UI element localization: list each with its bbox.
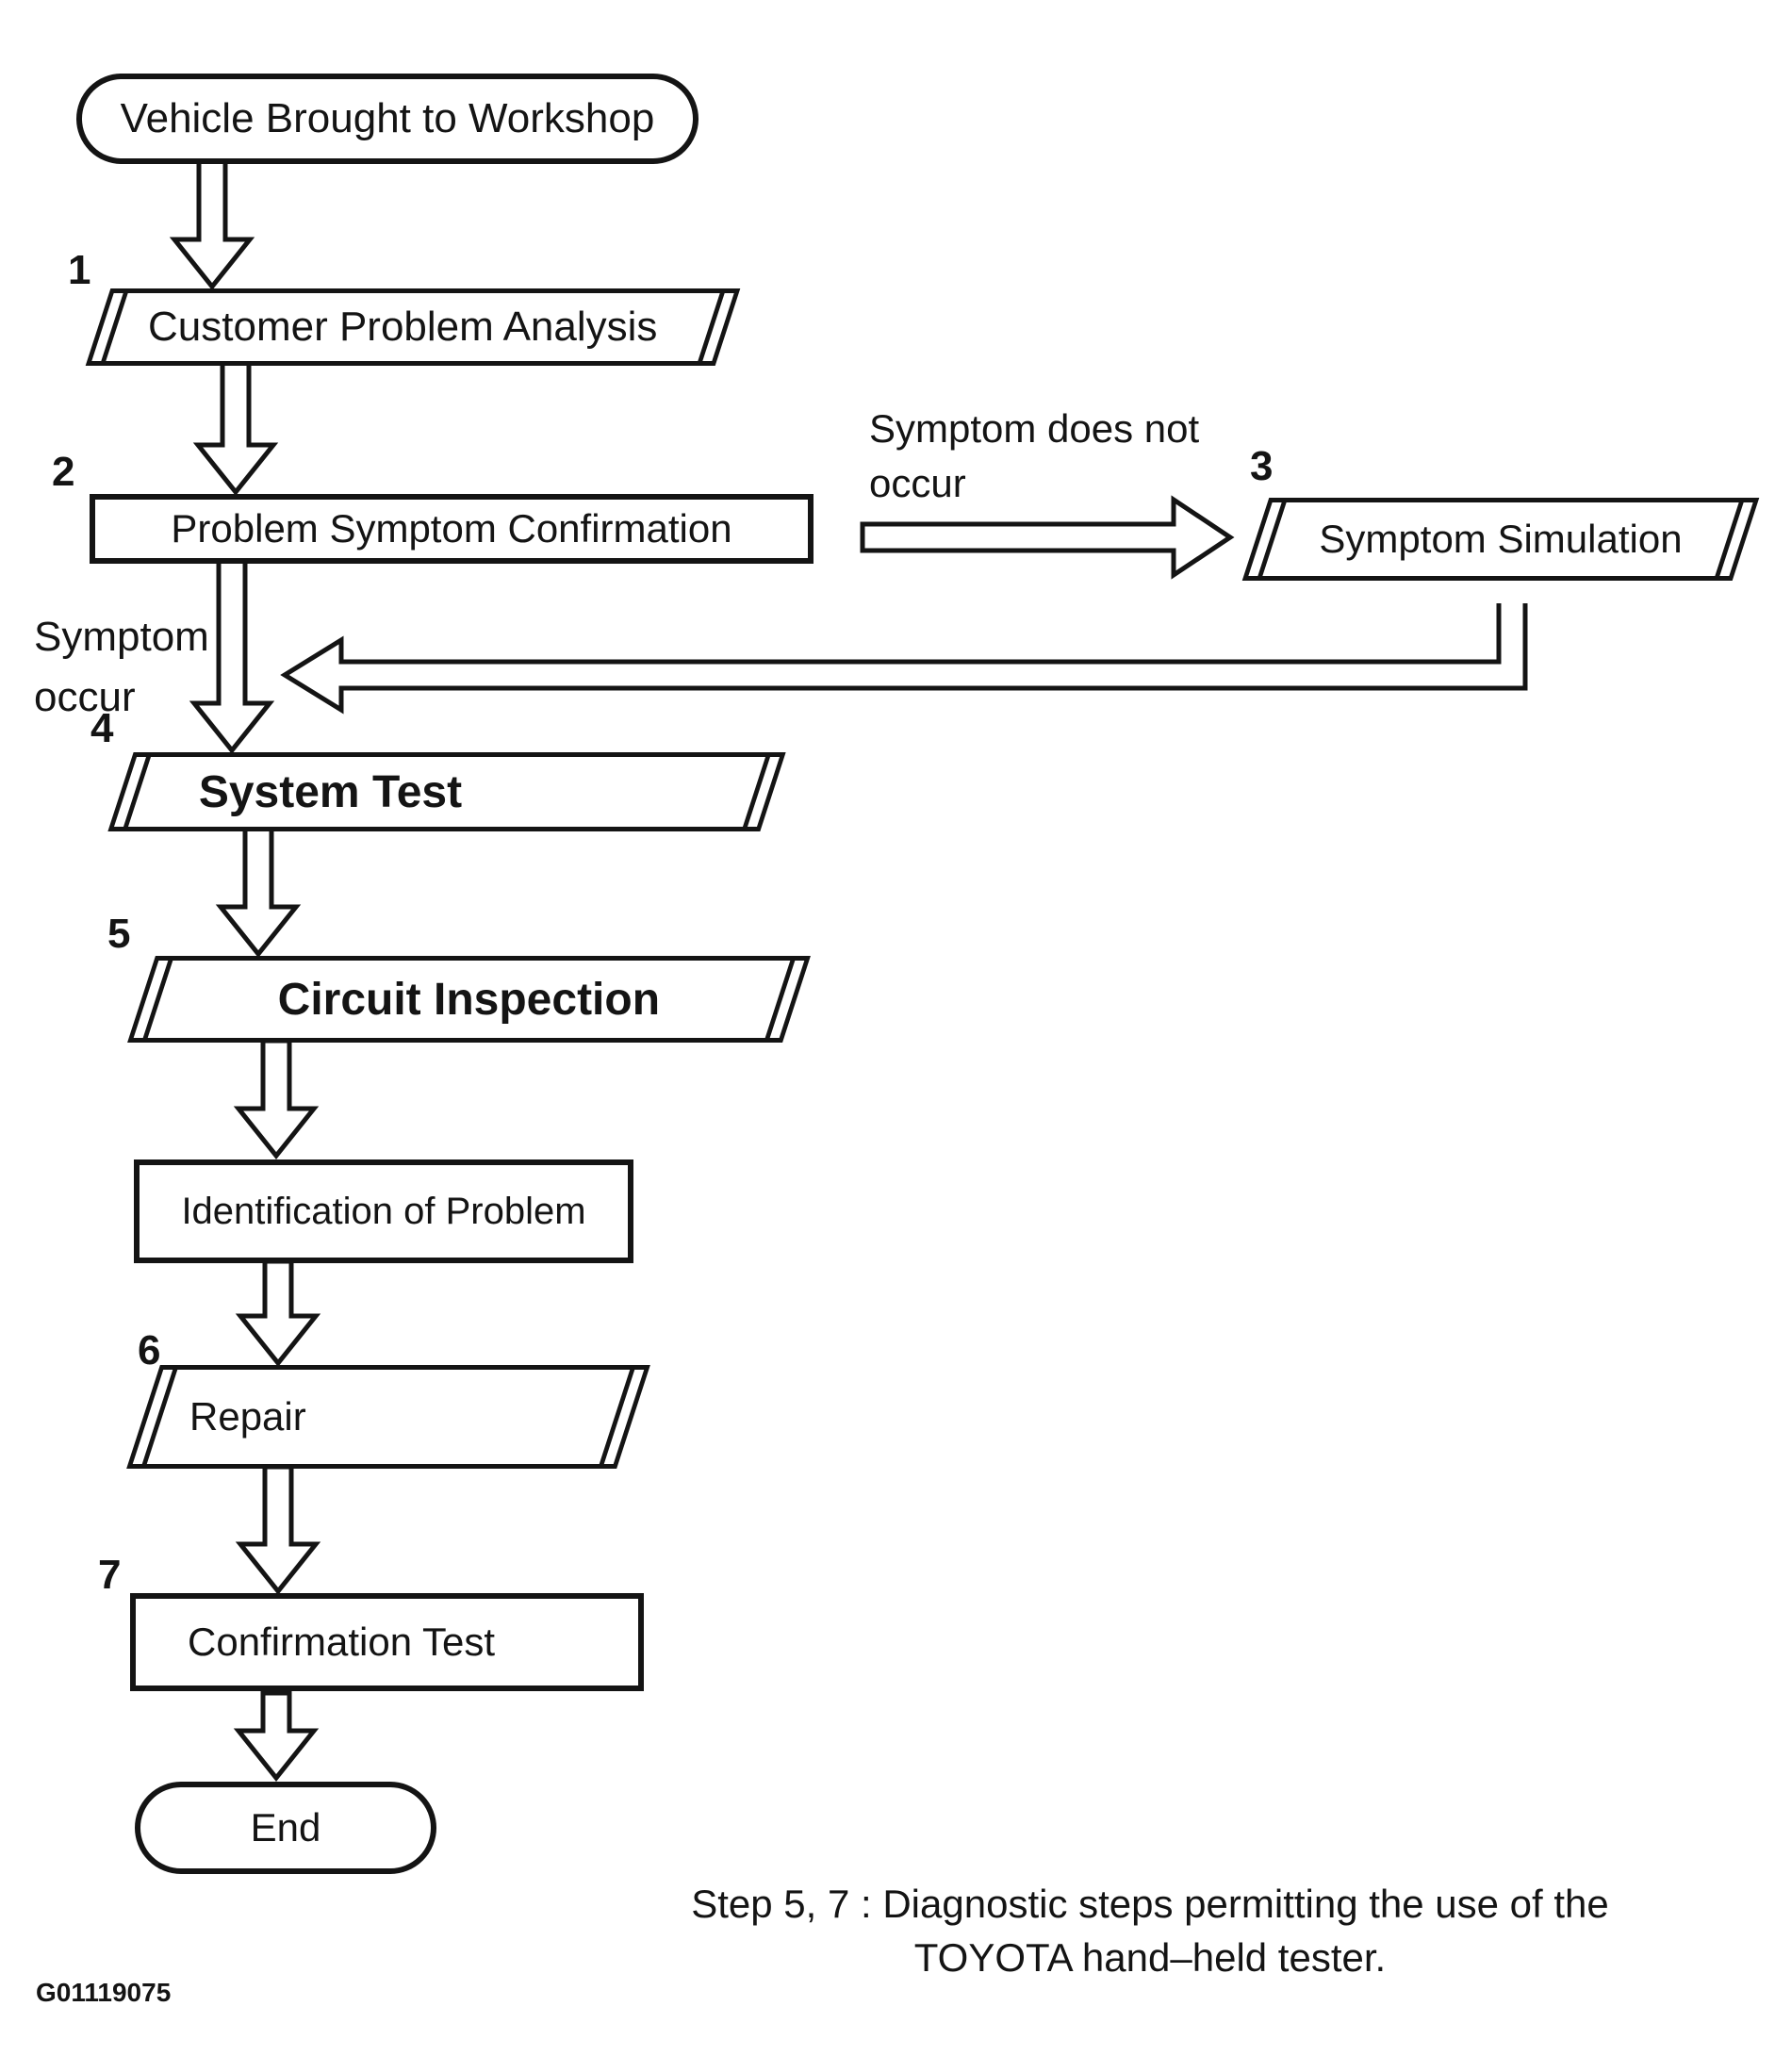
down-arrow-start-to-step1 [169,156,255,291]
node-step5: Circuit Inspection [127,956,811,1043]
caption-line1: Step 5, 7 : Diagnostic steps permitting … [691,1882,1609,1926]
caption: Step 5, 7 : Diagnostic steps permitting … [622,1878,1678,1984]
node-start: Vehicle Brought to Workshop [76,74,698,164]
step1-number: 1 [68,247,91,293]
figure-id: G01119075 [36,1978,172,2007]
edge-label-line1: Symptom does not [869,406,1200,451]
step6-number: 6 [138,1327,161,1373]
node-step7: Confirmation Test [130,1593,644,1691]
node-step7-label: Confirmation Test [188,1620,496,1664]
node-end-label: End [250,1805,321,1850]
down-arrow-identification-to-step6 [235,1258,321,1368]
edge-label-symptom-occur: Symptom occur [34,607,209,728]
edge-label-line2: occur [34,673,136,720]
node-step2-label: Problem Symptom Confirmation [171,506,732,551]
edge-label-line2: occur [869,460,966,505]
step4-number: 4 [90,705,114,751]
edge-label-line1: Symptom [34,614,209,660]
node-step3-label: Symptom Simulation [1319,517,1683,561]
step3-number: 3 [1250,443,1274,489]
step7-number: 7 [98,1552,122,1598]
node-start-label: Vehicle Brought to Workshop [120,95,655,141]
node-identification: Identification of Problem [134,1159,633,1263]
edge-label-symptom-does-not-occur: Symptom does not occur [869,402,1199,511]
node-step3: Symptom Simulation [1241,498,1760,581]
node-step4-label: System Test [199,766,463,817]
down-arrow-step2-to-step4 [189,557,275,755]
node-step1-label: Customer Problem Analysis [148,304,658,350]
node-step4: System Test [107,752,786,831]
down-arrow-step1-to-step2 [192,355,279,497]
node-end: End [135,1782,436,1874]
down-arrow-step5-to-identification [233,1038,320,1160]
down-arrow-step6-to-step7 [235,1464,321,1596]
down-arrow-step4-to-step5 [215,825,302,959]
node-step1: Customer Problem Analysis [85,288,741,366]
caption-line2: TOYOTA hand–held tester. [913,1934,1387,1980]
node-step5-label: Circuit Inspection [277,974,661,1025]
step2-number: 2 [52,449,75,495]
node-identification-label: Identification of Problem [181,1190,586,1232]
return-arrow-step3-to-step4 [280,603,1528,715]
right-arrow-step2-to-step3 [860,495,1235,580]
node-step2: Problem Symptom Confirmation [90,494,814,564]
node-step6: Repair [126,1365,650,1469]
step5-number: 5 [107,911,131,957]
node-step6-label: Repair [189,1394,306,1439]
down-arrow-step7-to-end [233,1690,320,1783]
